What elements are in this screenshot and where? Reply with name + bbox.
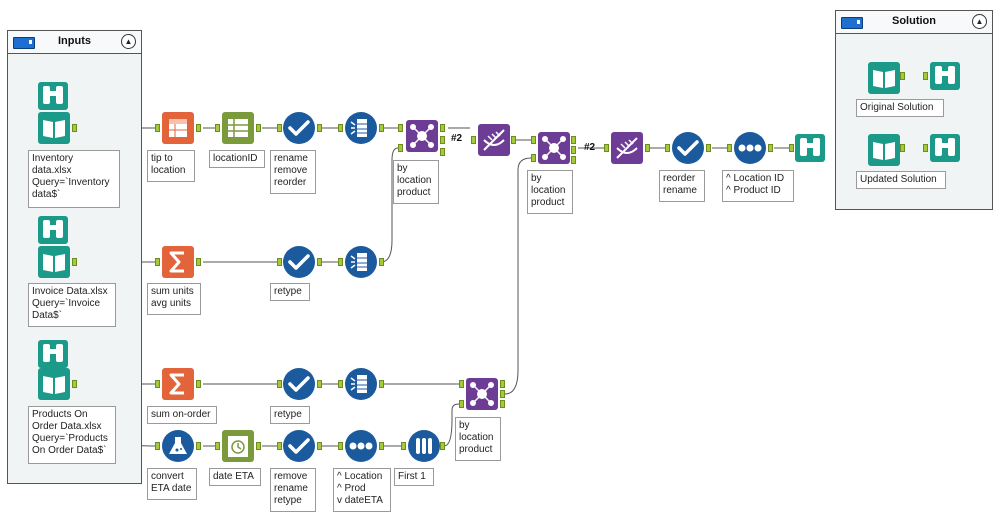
input-anchor[interactable] <box>338 258 343 266</box>
select-label: retype <box>270 283 310 301</box>
join-output-anchor[interactable] <box>500 380 505 388</box>
container-icon <box>841 17 863 29</box>
crosstab-label: tip to location <box>147 150 195 182</box>
output-anchor[interactable] <box>196 258 201 266</box>
input-anchor[interactable] <box>277 380 282 388</box>
output-anchor[interactable] <box>379 380 384 388</box>
join-output-anchor[interactable] <box>571 136 576 144</box>
input-anchor[interactable] <box>155 442 160 450</box>
output-anchor[interactable] <box>317 442 322 450</box>
input-anchor[interactable] <box>604 144 609 152</box>
solution-container-title: Solution <box>892 15 936 27</box>
summarize-label: sum units avg units <box>147 283 201 315</box>
join-right-anchor[interactable] <box>398 144 403 152</box>
collapse-button[interactable]: ▲ <box>121 34 136 49</box>
output-anchor[interactable] <box>196 442 201 450</box>
output-anchor[interactable] <box>379 258 384 266</box>
products-input-label: Products On Order Data.xlsx Query=`Produ… <box>28 406 116 464</box>
output-anchor[interactable] <box>196 380 201 388</box>
sample-label: First 1 <box>394 468 434 486</box>
input-anchor[interactable] <box>727 144 732 152</box>
output-anchor[interactable] <box>379 442 384 450</box>
record-id-label: locationID <box>209 150 265 168</box>
join-left-anchor[interactable] <box>459 380 464 388</box>
join-output-anchor[interactable] <box>571 156 576 164</box>
output-anchor[interactable] <box>900 144 905 152</box>
join-output-anchor[interactable] <box>440 148 445 156</box>
input-anchor[interactable] <box>665 144 670 152</box>
sort-label: ^ Location ^ Prod v dateETA <box>333 468 391 512</box>
output-anchor[interactable] <box>900 72 905 80</box>
output-anchor[interactable] <box>196 124 201 132</box>
output-anchor[interactable] <box>706 144 711 152</box>
join-label: by location product <box>393 160 439 204</box>
inputs-container-title: Inputs <box>58 35 91 47</box>
select-label: retype <box>270 406 310 424</box>
input-anchor[interactable] <box>471 136 476 144</box>
input-anchor[interactable] <box>401 442 406 450</box>
container-icon <box>13 37 35 49</box>
output-anchor[interactable] <box>72 380 77 388</box>
input-anchor[interactable] <box>215 442 220 450</box>
original-solution-label: Original Solution <box>856 99 944 117</box>
join-output-anchor[interactable] <box>440 136 445 144</box>
join-output-anchor[interactable] <box>440 124 445 132</box>
input-anchor[interactable] <box>155 258 160 266</box>
input-anchor[interactable] <box>338 124 343 132</box>
output-anchor[interactable] <box>317 124 322 132</box>
input-anchor[interactable] <box>338 380 343 388</box>
formula-label: convert ETA date <box>147 468 197 500</box>
output-anchor[interactable] <box>379 124 384 132</box>
output-anchor[interactable] <box>72 258 77 266</box>
output-anchor[interactable] <box>256 442 261 450</box>
join-right-anchor[interactable] <box>531 154 536 162</box>
join-right-anchor[interactable] <box>459 400 464 408</box>
input-anchor[interactable] <box>923 72 928 80</box>
input-anchor[interactable] <box>215 124 220 132</box>
input-anchor[interactable] <box>338 442 343 450</box>
input-anchor[interactable] <box>277 124 282 132</box>
output-anchor[interactable] <box>440 442 445 450</box>
collapse-button[interactable]: ▲ <box>972 14 987 29</box>
input-anchor[interactable] <box>277 258 282 266</box>
join-output-anchor[interactable] <box>500 390 505 398</box>
join-output-anchor[interactable] <box>571 146 576 154</box>
input-anchor[interactable] <box>155 124 160 132</box>
select-label: rename remove reorder <box>270 150 316 194</box>
inventory-input-label: Inventory data.xlsx Query=`Inventory dat… <box>28 150 120 208</box>
sort-label: ^ Location ID ^ Product ID <box>722 170 794 202</box>
output-anchor[interactable] <box>645 144 650 152</box>
select-label: remove rename retype <box>270 468 316 512</box>
join-label: by location product <box>527 170 573 214</box>
solution-container-header[interactable]: Solution ▲ <box>836 11 992 34</box>
datetime-label: date ETA <box>209 468 261 486</box>
output-anchor[interactable] <box>317 258 322 266</box>
summarize-label: sum on-order <box>147 406 217 424</box>
output-anchor[interactable] <box>511 136 516 144</box>
input-anchor[interactable] <box>923 144 928 152</box>
input-anchor[interactable] <box>155 380 160 388</box>
input-anchor[interactable] <box>277 442 282 450</box>
output-anchor[interactable] <box>256 124 261 132</box>
output-anchor[interactable] <box>317 380 322 388</box>
input-anchor[interactable] <box>789 144 794 152</box>
join-left-anchor[interactable] <box>398 124 403 132</box>
wire-count-tag: #2 <box>451 133 463 144</box>
inputs-container-header[interactable]: Inputs ▲ <box>8 31 141 54</box>
output-anchor[interactable] <box>72 124 77 132</box>
join-output-anchor[interactable] <box>500 400 505 408</box>
updated-solution-label: Updated Solution <box>856 171 946 189</box>
join-label: by location product <box>455 417 501 461</box>
select-label: reorder rename <box>659 170 705 202</box>
join-left-anchor[interactable] <box>531 136 536 144</box>
invoice-input-label: Invoice Data.xlsx Query=`Invoice Data$` <box>28 283 116 327</box>
wire-count-tag: #2 <box>584 142 596 153</box>
output-anchor[interactable] <box>768 144 773 152</box>
